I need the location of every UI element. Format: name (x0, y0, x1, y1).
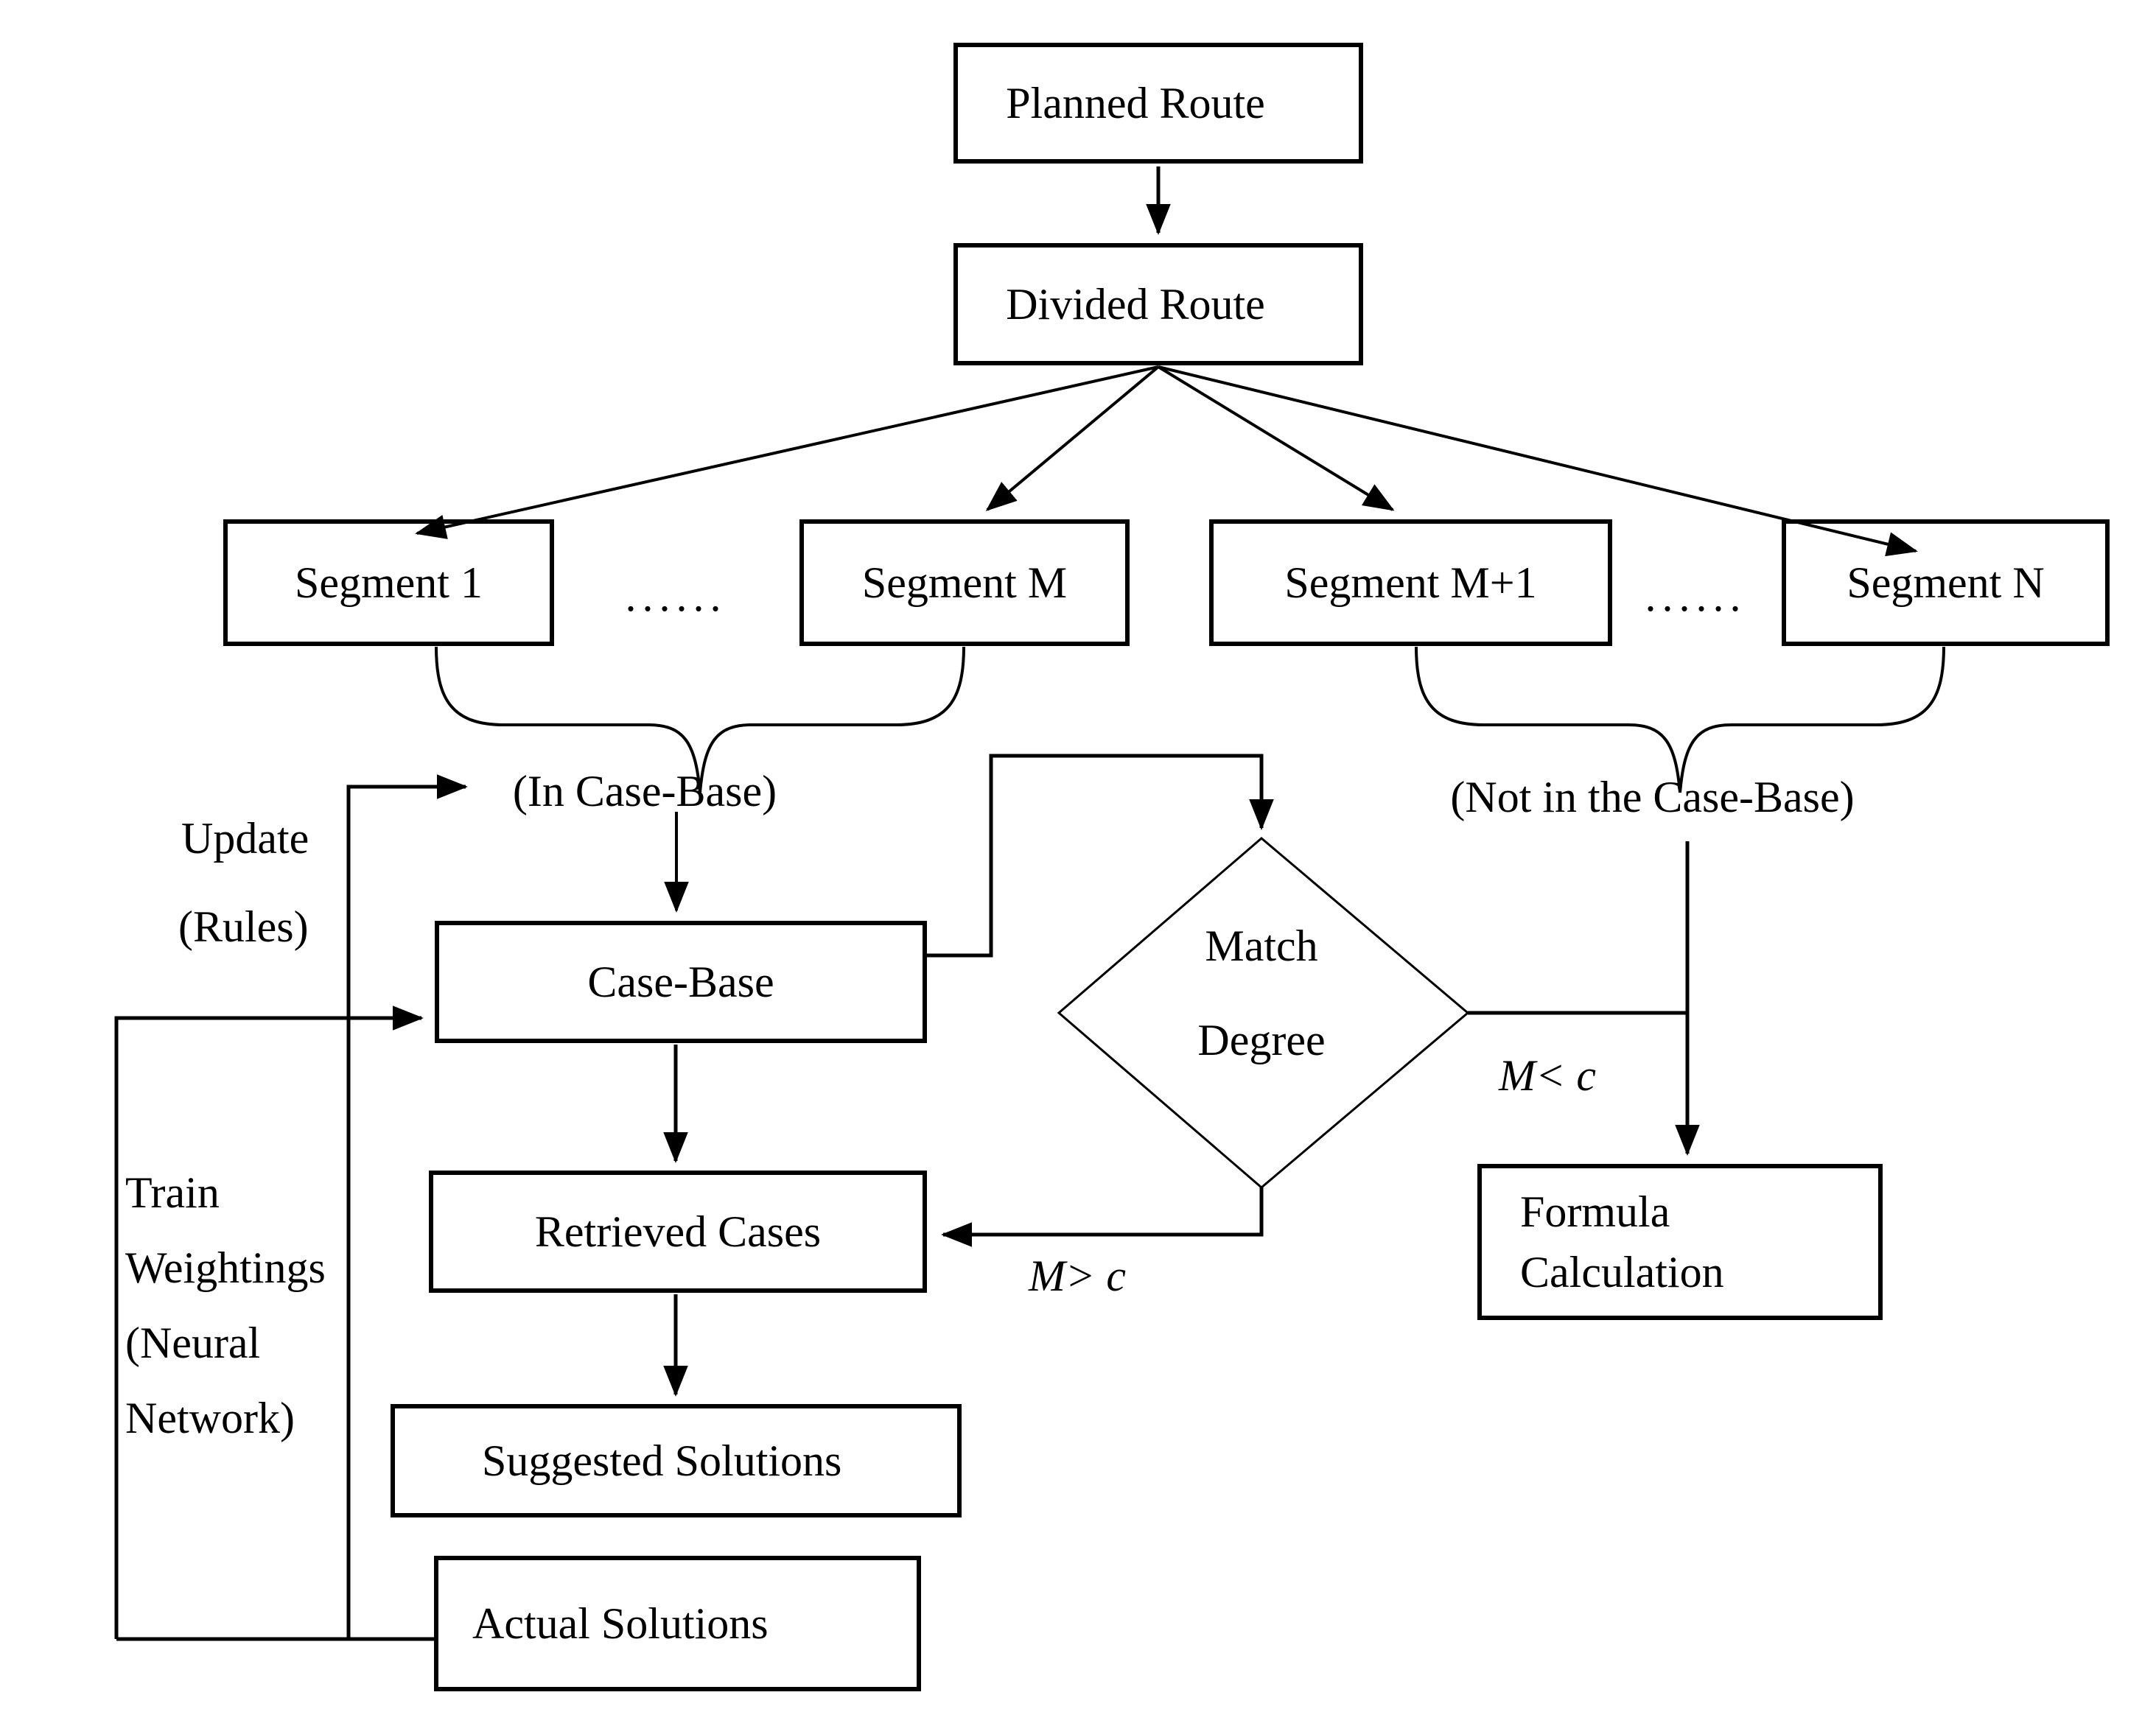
ellipsis-left: ...... (625, 572, 727, 620)
node-segment-n: Segment N (1782, 519, 2110, 646)
node-formula-calculation-line1: Formula (1520, 1187, 1670, 1236)
node-retrieved-cases-label: Retrieved Cases (534, 1207, 822, 1256)
match-degree-line2: Degree (1197, 1016, 1326, 1064)
node-segment-n-label: Segment N (1847, 558, 2045, 607)
label-m-greater-than-c: M> c (1028, 1252, 1127, 1300)
train-line-4: Network) (125, 1394, 295, 1442)
fan-arrow-segment-m-plus-1 (1157, 365, 1395, 511)
label-rules: (Rules) (178, 902, 309, 951)
fan-arrow-segment-m (985, 365, 1160, 511)
node-segment-1: Segment 1 (223, 519, 554, 646)
node-case-base: Case-Base (435, 921, 927, 1043)
node-match-degree-label: Match Degree (1092, 919, 1431, 1067)
node-suggested-solutions: Suggested Solutions (391, 1404, 962, 1517)
brace-left (435, 646, 965, 793)
node-segment-m-label: Segment M (861, 558, 1068, 607)
train-line-1: Train (125, 1168, 220, 1217)
arrow-train-weightings-loop (114, 1006, 424, 1639)
train-line-2: Weightings (125, 1243, 326, 1292)
label-m-less-than-c: M< c (1498, 1051, 1597, 1100)
node-retrieved-cases: Retrieved Cases (429, 1171, 927, 1293)
arrow-update-rules-loop (346, 774, 468, 1639)
node-formula-calculation: Formula Calculation (1477, 1164, 1883, 1320)
label-update: Update (181, 814, 309, 863)
node-planned-route-label: Planned Route (1006, 78, 1265, 127)
node-planned-route: Planned Route (953, 43, 1363, 164)
train-line-3: (Neural (125, 1319, 261, 1367)
match-degree-line1: Match (1205, 922, 1318, 970)
node-formula-calculation-line2: Calculation (1520, 1248, 1724, 1296)
arrow-casebase-to-matchdegree (927, 754, 1274, 958)
arrow-matchdegree-to-retrieved (941, 1187, 1264, 1247)
node-case-base-label: Case-Base (587, 957, 774, 1006)
node-segment-m: Segment M (799, 519, 1130, 646)
fan-arrow-segment-1 (415, 365, 1159, 539)
node-segment-1-label: Segment 1 (295, 558, 483, 607)
node-segment-m-plus-1: Segment M+1 (1209, 519, 1612, 646)
brace-right (1415, 646, 1945, 793)
node-actual-solutions-label: Actual Solutions (472, 1599, 769, 1648)
node-actual-solutions: Actual Solutions (434, 1556, 921, 1691)
ellipsis-right: ...... (1645, 572, 1747, 620)
node-divided-route: Divided Route (953, 243, 1363, 365)
label-in-case-base: (In Case-Base) (512, 767, 777, 815)
node-segment-m-plus-1-label: Segment M+1 (1284, 558, 1537, 607)
node-suggested-solutions-label: Suggested Solutions (482, 1436, 842, 1485)
label-train-weightings: Train Weightings (Neural Network) (125, 1155, 326, 1456)
node-divided-route-label: Divided Route (1006, 279, 1265, 329)
label-not-in-case-base: (Not in the Case-Base) (1450, 773, 1855, 821)
